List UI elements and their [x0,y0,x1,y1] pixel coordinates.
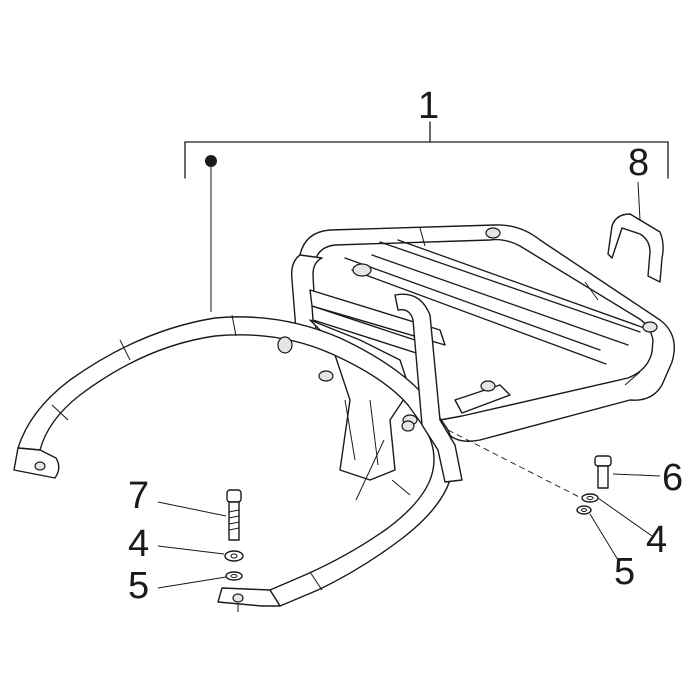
callout-4-left: 4 [128,523,149,565]
callout-7: 7 [128,475,149,517]
mounting-axis-right [447,429,586,501]
frame-leader [205,155,217,312]
callout-5-right: 5 [614,551,635,593]
top-rack-platform [290,224,675,442]
callout-1: 1 [418,85,439,127]
leader-lines [157,181,661,589]
left-bolt-assembly [224,489,244,581]
callout-4-right: 4 [646,519,667,561]
grab-rail-frame [13,293,463,612]
callout-6: 6 [662,457,683,499]
assembly-bracket [184,121,669,179]
part-8-clip [607,213,664,283]
callout-5-left: 5 [128,565,149,607]
right-bolt-assembly [576,455,612,515]
callout-8: 8 [628,142,649,184]
